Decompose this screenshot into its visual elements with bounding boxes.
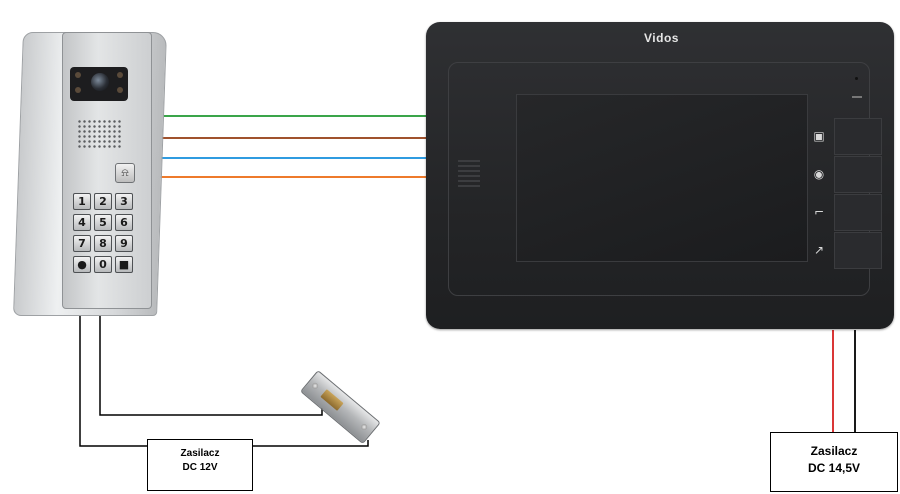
monitor-brand-label: Vidos [644, 31, 679, 45]
key-unlock-icon: ⌐ [813, 205, 825, 219]
keypad-key-4[interactable]: 4 [73, 214, 91, 231]
power-supply-14v: Zasilacz DC 14,5V [770, 432, 898, 492]
keypad-key-3[interactable]: 3 [115, 193, 133, 210]
monitor-button-column: ▣ ◉ ⌐ ↗ [813, 118, 882, 270]
keypad-key-5[interactable]: 5 [94, 214, 112, 231]
keypad-key-8[interactable]: 8 [94, 235, 112, 252]
wire-lock-a [79, 312, 147, 447]
keypad-key-6[interactable]: 6 [115, 214, 133, 231]
talk-icon: ◉ [813, 167, 825, 181]
video-monitor: Vidos ▣ ◉ ⌐ ↗ [426, 22, 894, 329]
monitor-button-intercom[interactable]: ↗ [814, 232, 882, 269]
power-supply-voltage: DC 14,5V [807, 461, 861, 475]
monitor-button-talk[interactable]: ◉ [814, 156, 882, 193]
ir-led-icon [75, 87, 81, 93]
wire-lock-b [99, 312, 323, 416]
monitor-icon: ▣ [813, 129, 825, 143]
door-station-panel: ⍾ 1 2 3 4 5 6 7 8 9 ● 0 ■ [62, 32, 152, 309]
monitor-button-view[interactable]: ▣ [813, 118, 882, 155]
wire-psu-to-strike [251, 440, 369, 447]
keypad-key-cancel[interactable]: ● [73, 256, 91, 273]
monitor-screen [516, 94, 808, 262]
strike-latch [320, 389, 344, 411]
keypad-key-7[interactable]: 7 [73, 235, 91, 252]
keypad-key-1[interactable]: 1 [73, 193, 91, 210]
keypad-key-9[interactable]: 9 [115, 235, 133, 252]
status-led [852, 96, 862, 98]
screw-icon [310, 381, 320, 391]
power-supply-12v: Zasilacz DC 12V [147, 439, 253, 491]
microphone-dot [855, 77, 858, 80]
screw-icon [359, 422, 369, 432]
keypad-key-2[interactable]: 2 [94, 193, 112, 210]
power-supply-label: Zasilacz [180, 448, 220, 459]
ir-led-icon [117, 87, 123, 93]
keypad: 1 2 3 4 5 6 7 8 9 ● 0 ■ [73, 193, 133, 273]
camera-lens-icon [91, 73, 109, 91]
ir-led-icon [75, 72, 81, 78]
keypad-key-enter[interactable]: ■ [115, 256, 133, 273]
microphone-vent [458, 160, 480, 190]
bell-button[interactable]: ⍾ [115, 163, 135, 183]
camera-module [70, 67, 128, 101]
monitor-button-unlock[interactable]: ⌐ [814, 194, 882, 231]
keypad-key-0[interactable]: 0 [94, 256, 112, 273]
power-supply-voltage: DC 12V [182, 462, 218, 473]
power-supply-label: Zasilacz [810, 444, 858, 458]
intercom-icon: ↗ [813, 243, 825, 257]
ir-led-icon [117, 72, 123, 78]
speaker-grille [77, 119, 121, 149]
